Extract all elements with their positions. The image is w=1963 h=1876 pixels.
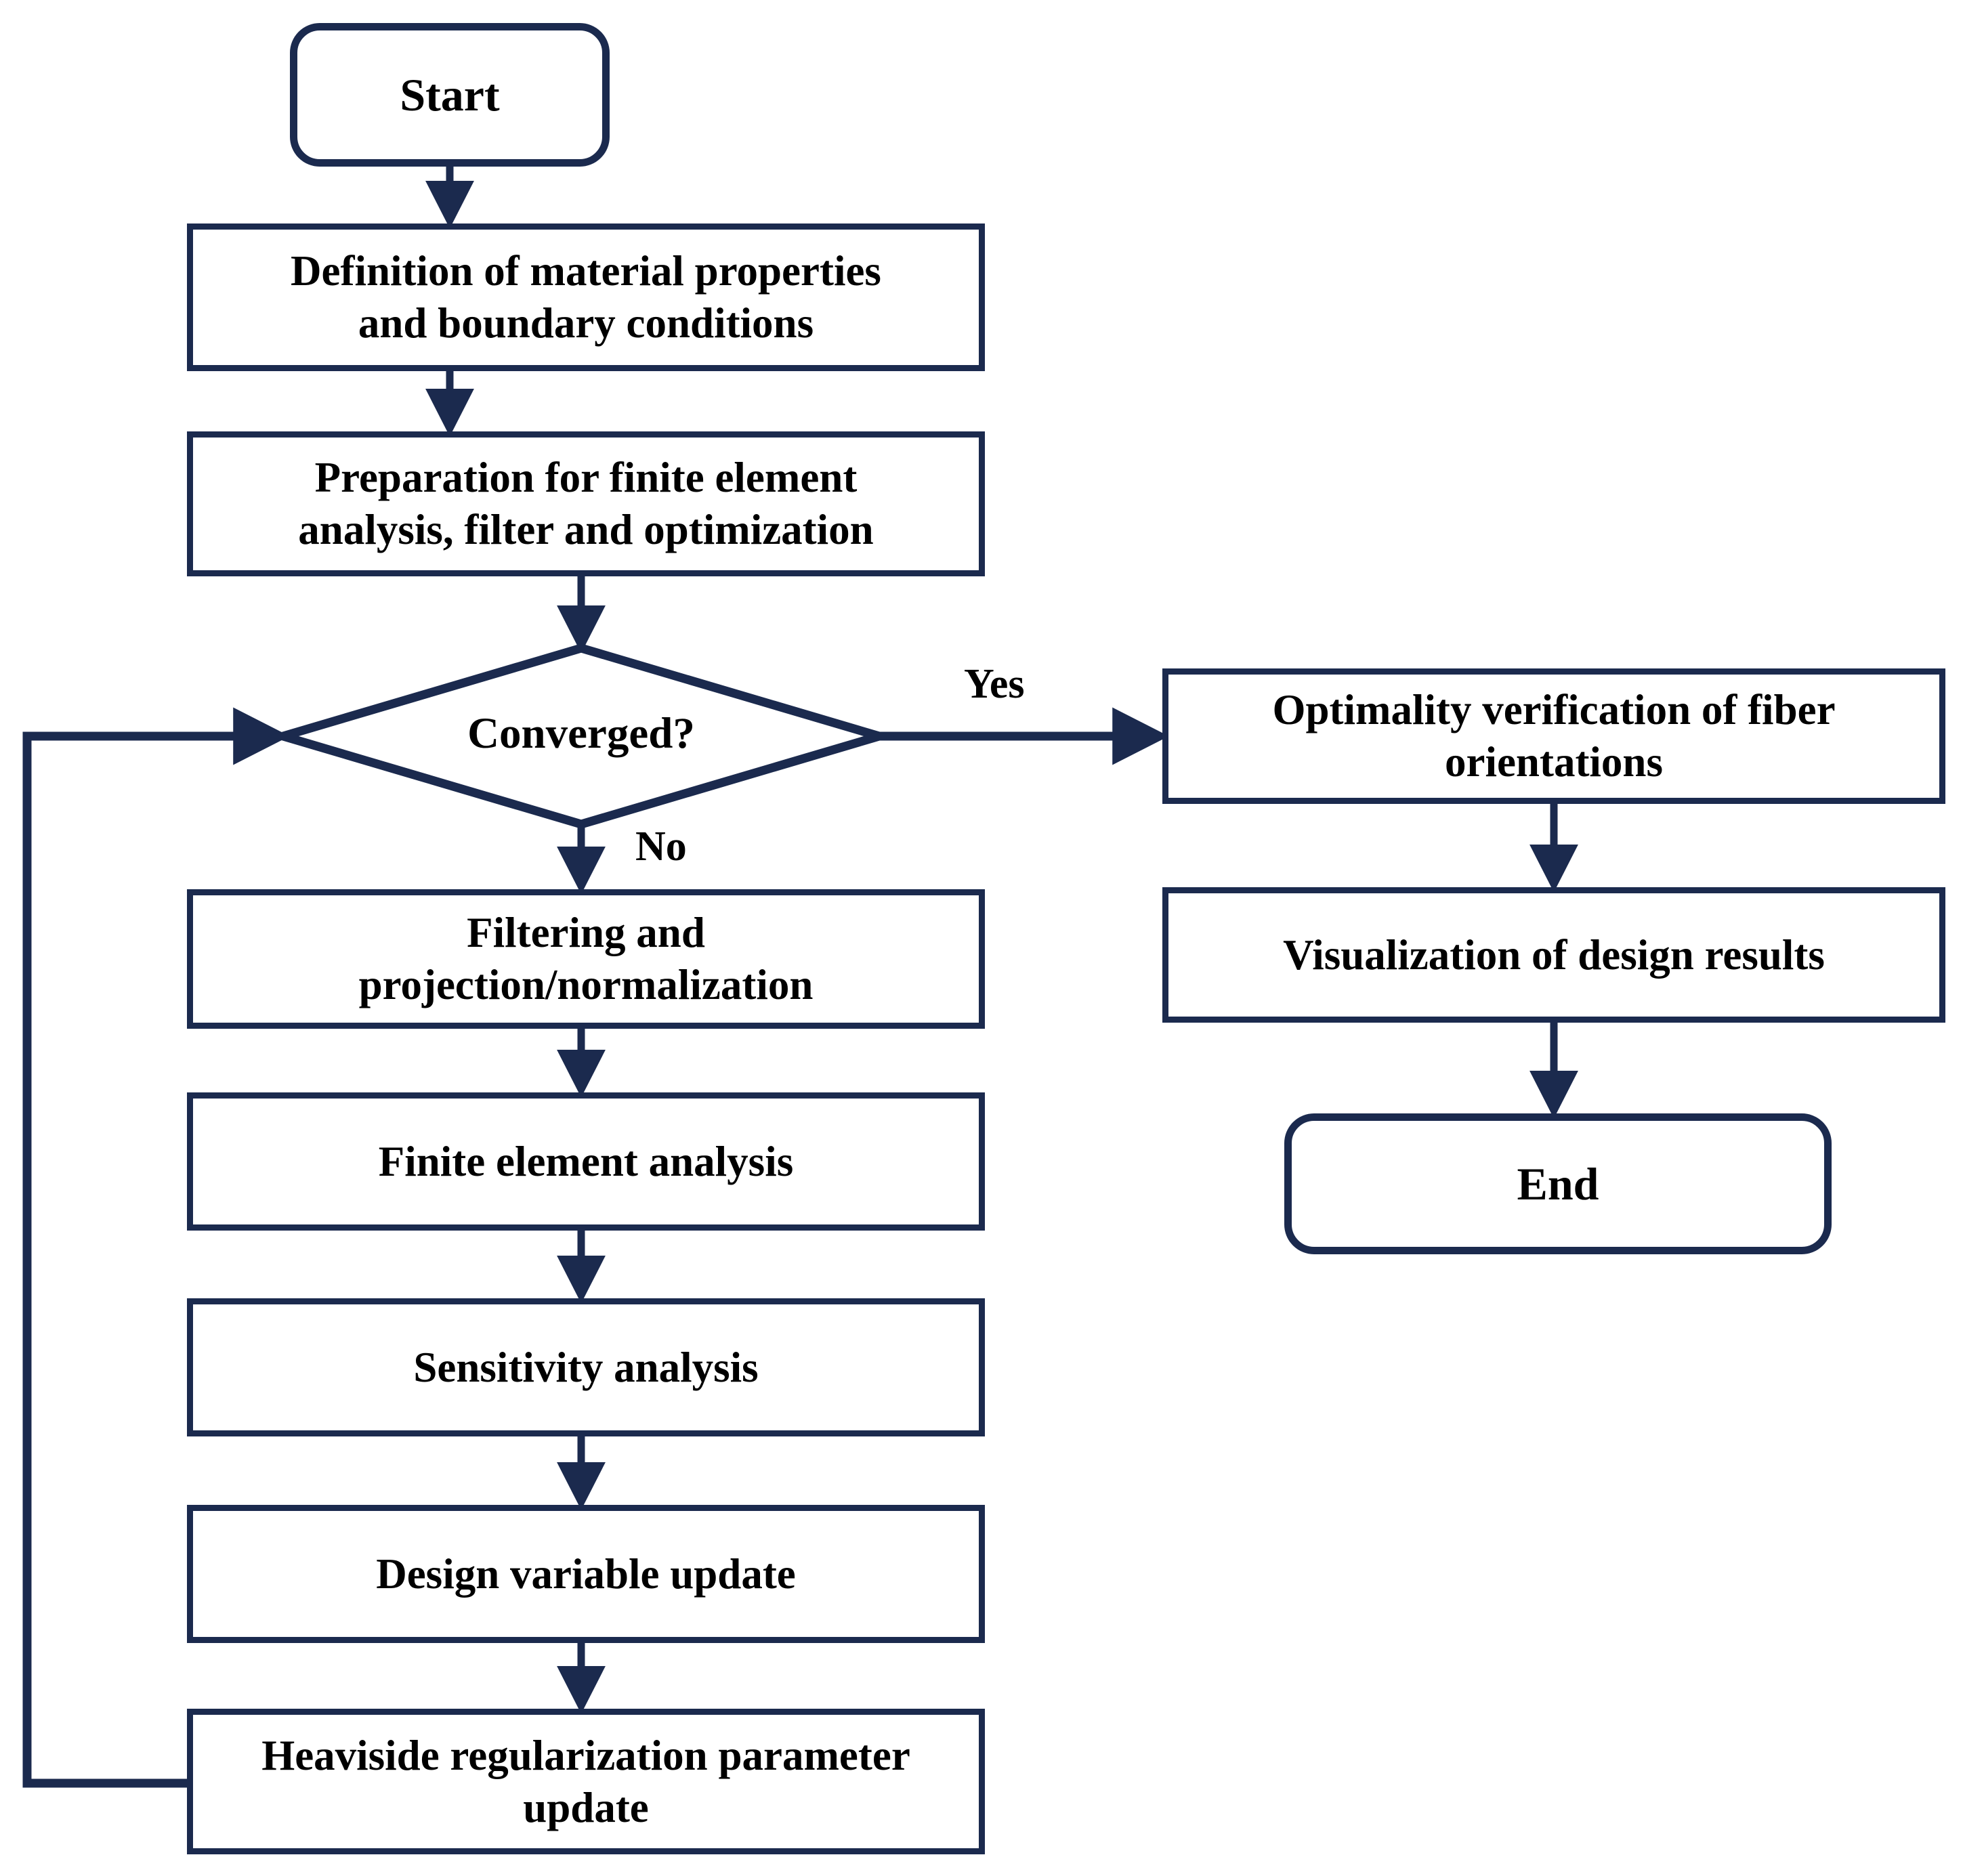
node-start-label: Start	[400, 68, 500, 121]
node-fea-label: Finite element analysis	[378, 1137, 794, 1185]
edge-label-yes: Yes	[964, 660, 1025, 708]
node-filtering-and-projection[interactable]: Filtering and projection/normalization	[187, 889, 985, 1029]
node-preparation-for-finite-element-analysis[interactable]: Preparation for finite element analysis,…	[187, 431, 985, 576]
node-optimality-label: Optimality verification of fiber orienta…	[1272, 686, 1836, 786]
edge-label-no: No	[635, 823, 687, 871]
edge-label-yes-text: Yes	[964, 661, 1025, 707]
decision-converged-label: Converged?	[467, 709, 695, 758]
node-preparation-label: Preparation for finite element analysis,…	[298, 454, 874, 553]
node-visualize-label: Visualization of design results	[1283, 931, 1825, 979]
node-end[interactable]: End	[1284, 1113, 1832, 1254]
edge-label-no-text: No	[635, 824, 687, 870]
node-start[interactable]: Start	[290, 23, 610, 167]
node-finite-element-analysis[interactable]: Finite element analysis	[187, 1092, 985, 1231]
decision-converged-label-wrap[interactable]: Converged?	[283, 708, 879, 759]
node-sensitivity-label: Sensitivity analysis	[413, 1343, 759, 1391]
node-design-variable-update[interactable]: Design variable update	[187, 1505, 985, 1643]
node-optimality-verification-of-fiber-orientations[interactable]: Optimality verification of fiber orienta…	[1162, 668, 1945, 804]
node-heaviside-regularization-parameter-update[interactable]: Heaviside regularization parameter updat…	[187, 1709, 985, 1854]
node-filtering-label: Filtering and projection/normalization	[358, 909, 814, 1008]
decision-converged-shape	[268, 643, 895, 829]
node-end-label: End	[1517, 1157, 1599, 1210]
node-heaviside-label: Heaviside regularization parameter updat…	[261, 1731, 910, 1831]
node-visualization-of-design-results[interactable]: Visualization of design results	[1162, 887, 1945, 1023]
connector-heaviside-feedback-to-converged	[22, 707, 290, 1788]
node-sensitivity-analysis[interactable]: Sensitivity analysis	[187, 1298, 985, 1436]
node-definition-of-material-properties[interactable]: Definition of material properties and bo…	[187, 223, 985, 371]
node-definition-label: Definition of material properties and bo…	[291, 247, 881, 347]
node-designvar-label: Design variable update	[376, 1550, 796, 1598]
